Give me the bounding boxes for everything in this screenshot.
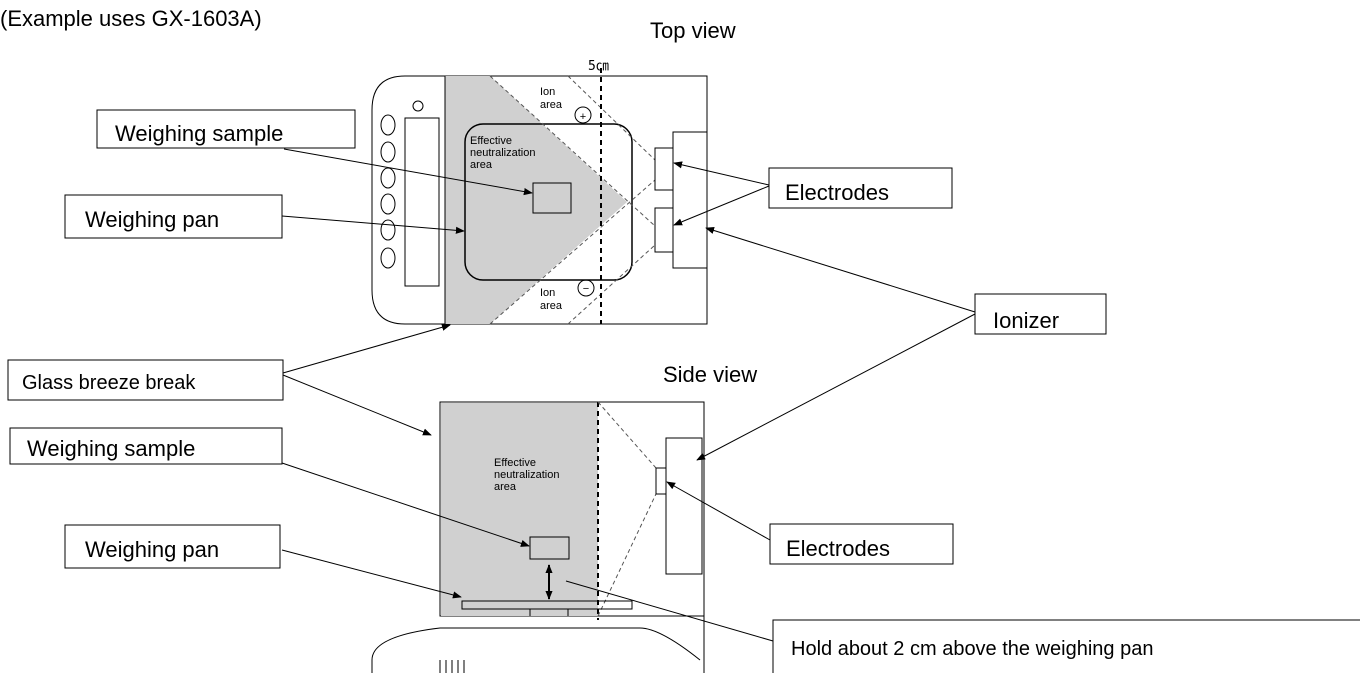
- effective-area-shading-top: [445, 76, 627, 324]
- callout-weighing-sample-top: [96, 109, 356, 149]
- callout-weighing-pan-top: [64, 194, 283, 239]
- dimension-label: 5㎝: [588, 59, 609, 74]
- leader-arrows: [281, 148, 976, 599]
- callout-electrodes-side: [769, 523, 954, 565]
- effective-area-label-top: Effective neutralization area: [470, 135, 539, 171]
- electrodes-top-label: Electrodes: [785, 180, 889, 205]
- ionizer-housing-top: [672, 131, 708, 269]
- weighing-pan-top: [464, 123, 633, 281]
- ion-area-label-top: Ion area: [540, 86, 563, 111]
- callout-ionizer: [974, 293, 1107, 335]
- svg-text:−: −: [583, 283, 589, 295]
- balance-base-side: [371, 627, 701, 673]
- header-note: (Example uses GX-1603A): [0, 6, 262, 31]
- ionizer-label: Ionizer: [993, 308, 1059, 333]
- weighing-pan-side: [461, 600, 633, 610]
- weighing-pan-side-label: Weighing pan: [85, 537, 219, 562]
- ion-area-lines-top: [489, 75, 656, 325]
- electrode-negative: [654, 207, 674, 253]
- weighing-sample-side-label: Weighing sample: [27, 436, 195, 461]
- callout-electrodes-top: [768, 167, 953, 209]
- top-view-title: Top view: [650, 18, 736, 43]
- indicator-icon: [412, 100, 424, 112]
- glass-breeze-break-label: Glass breeze break: [22, 372, 196, 394]
- electrode-side: [655, 467, 667, 495]
- hold-note-label: Hold about 2 cm above the weighing pan: [791, 638, 1153, 660]
- electrode-positive: [654, 147, 674, 191]
- effective-area-label-side: Effective neutralization area: [494, 457, 563, 493]
- side-view-title: Side view: [663, 362, 757, 387]
- callout-hold-note: [772, 619, 1360, 678]
- weighing-pan-top-label: Weighing pan: [85, 207, 219, 232]
- weighing-sample-side: [529, 536, 570, 560]
- weighing-sample-top: [532, 182, 572, 214]
- plus-icon: [574, 106, 592, 124]
- balance-vents: [439, 660, 465, 673]
- effective-area-shading-side: [441, 403, 598, 616]
- balance-body-top: [371, 75, 445, 325]
- display-window: [404, 117, 440, 287]
- weighing-sample-top-label: Weighing sample: [115, 121, 283, 146]
- callout-weighing-sample-side: [9, 427, 283, 465]
- ion-area-label-bottom: Ion area: [540, 287, 563, 312]
- callout-glass-breeze-break: [7, 359, 284, 401]
- hold-note-leader: [565, 580, 774, 642]
- electrodes-side-label: Electrodes: [786, 536, 890, 561]
- ionizer-housing-side: [665, 437, 703, 575]
- ion-area-lines-side: [597, 401, 657, 617]
- callout-weighing-pan-side: [64, 524, 281, 569]
- svg-text:+: +: [580, 111, 586, 123]
- key-buttons: [380, 100, 424, 269]
- minus-icon: [577, 279, 595, 297]
